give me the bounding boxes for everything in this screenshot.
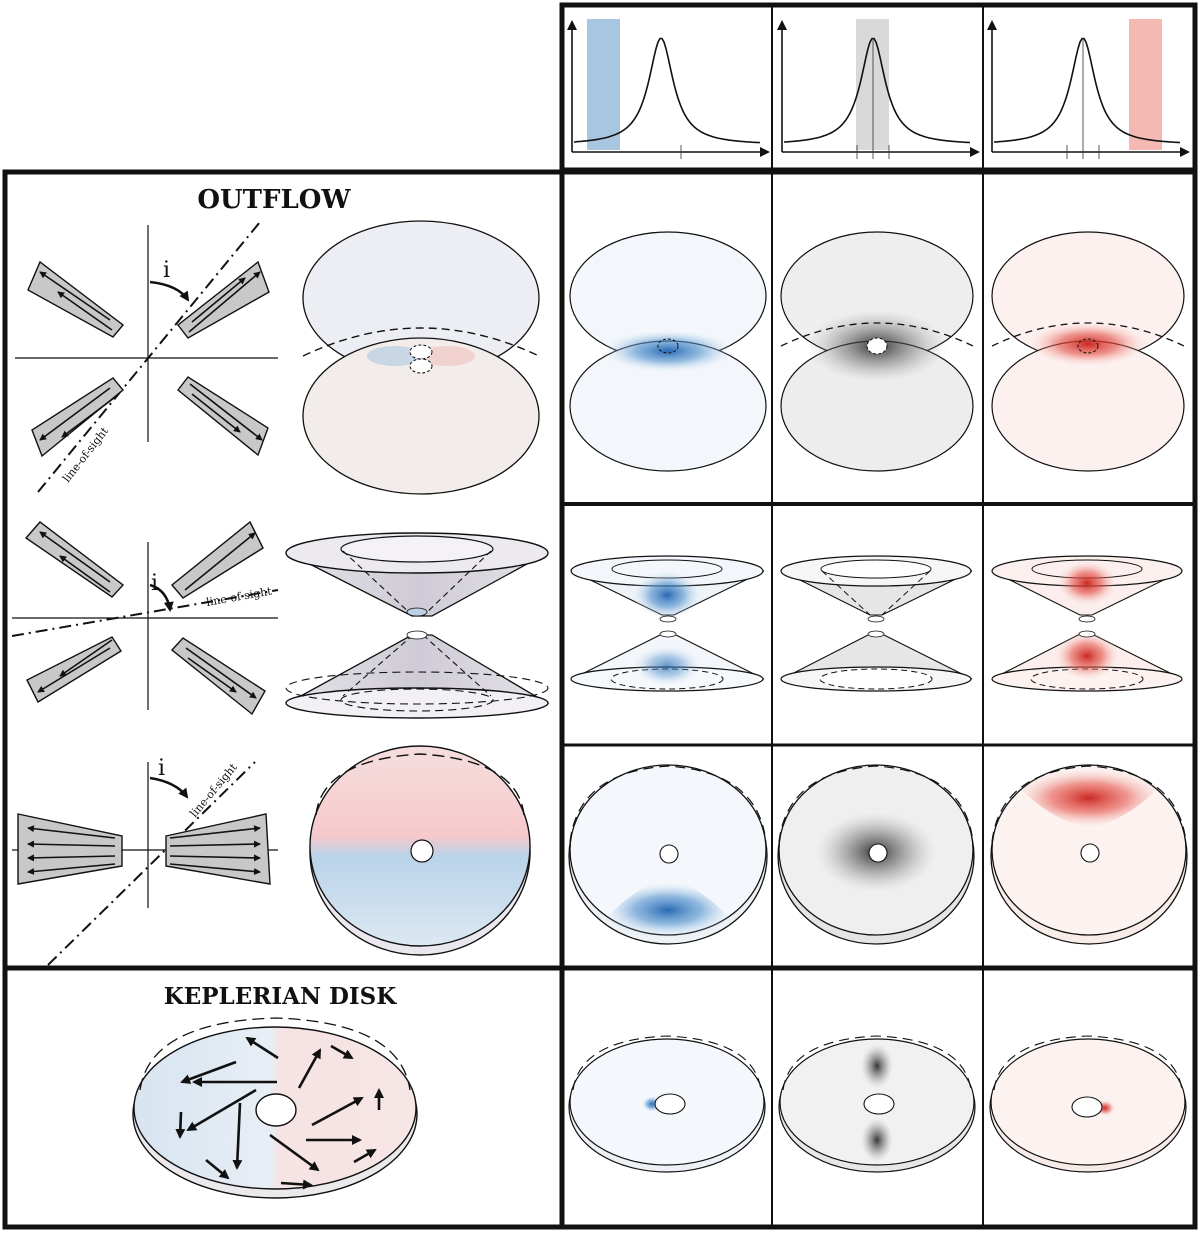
- outflow-3d-3: [309, 745, 531, 956]
- inclination-label: i: [151, 571, 158, 596]
- channel-map-center-row2: [780, 555, 973, 692]
- channel-map-red-kepler: [989, 1035, 1187, 1173]
- emission-line-profile: [573, 37, 761, 144]
- kepler-title: KEPLERIAN DISK: [164, 983, 398, 1010]
- spectrum-panel-center: [777, 19, 980, 159]
- outflow-schematic-3: [12, 761, 278, 966]
- spectrum-panel-blue: [567, 19, 770, 159]
- outflow-schematic-1: [15, 221, 278, 493]
- channel-map-red-row2: [991, 555, 1183, 692]
- outflow-3d-1: [302, 220, 540, 495]
- channel-map-red-row1: [991, 231, 1185, 472]
- channel-map-blue-kepler: [568, 1035, 766, 1173]
- channel-map-blue-row3: [568, 764, 768, 945]
- line-of-sight-label: line-of-sight: [205, 585, 273, 609]
- line-of-sight-label: line-of-sight: [187, 761, 240, 820]
- emission-line-profile: [783, 37, 971, 144]
- keplerian-disk-schematic: [132, 1017, 418, 1199]
- velocity-band-center: [856, 19, 889, 150]
- velocity-band-red: [1129, 19, 1162, 150]
- inclination-label: i: [163, 258, 170, 283]
- outflow-3d-2: [285, 532, 550, 719]
- channel-map-center-row3: [777, 764, 975, 945]
- spectrum-panel-red: [987, 19, 1190, 159]
- channel-map-center-row1: [780, 231, 974, 472]
- inclination-label: i: [158, 756, 165, 781]
- channel-map-blue-row1: [569, 231, 767, 472]
- channel-map-blue-row2: [570, 555, 765, 692]
- channel-map-center-kepler: [778, 1035, 976, 1173]
- emission-line-profile: [993, 37, 1181, 144]
- outflow-title: OUTFLOW: [197, 185, 351, 215]
- outflow-schematic-2: [11, 520, 279, 716]
- velocity-band-blue: [587, 19, 620, 150]
- channel-map-red-row3: [990, 764, 1188, 945]
